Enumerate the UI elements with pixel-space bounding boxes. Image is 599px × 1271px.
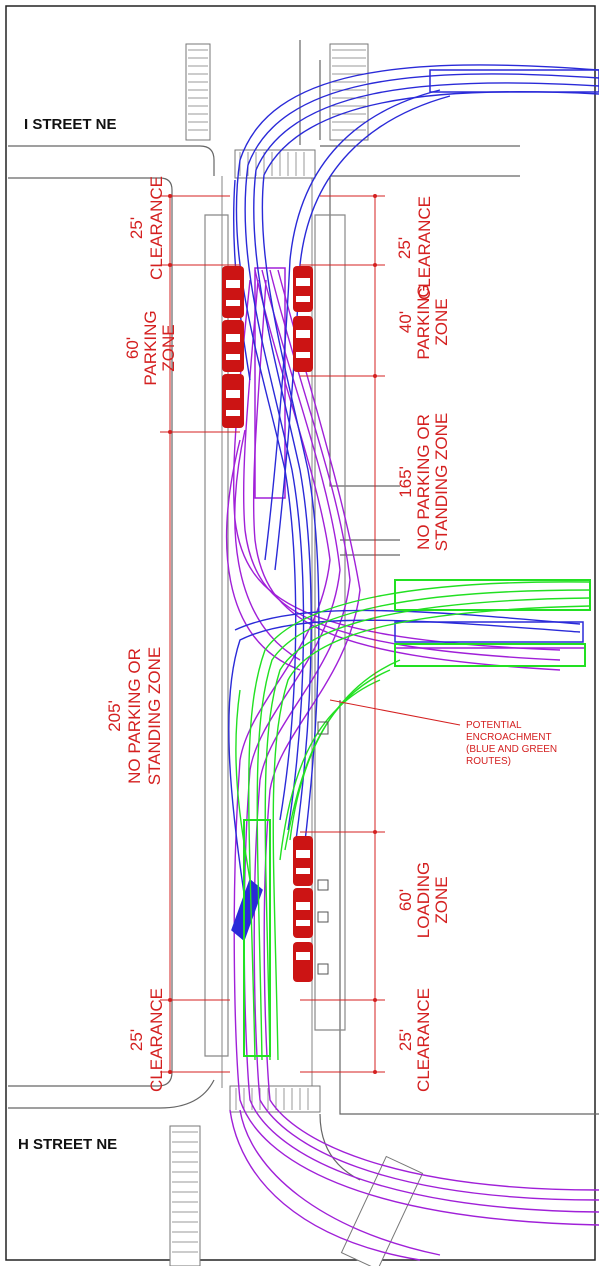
east-parking-dim: 40' [396, 311, 415, 333]
blue-routes [228, 64, 599, 901]
drawing-border [5, 5, 596, 1261]
east-parking-label1: PARKING [414, 284, 433, 359]
east-clearance-north-dim: 25' [395, 237, 414, 259]
encroachment-callout: POTENTIAL ENCROACHMENT (BLUE AND GREEN R… [466, 720, 557, 767]
curb-fixtures [317, 721, 329, 975]
street-label-south: H STREET NE [14, 1134, 122, 1155]
east-no-parking-label2: STANDING ZONE [432, 413, 451, 552]
west-clearance-north-dim: 25' [127, 217, 146, 239]
east-no-parking-label1: NO PARKING OR [414, 414, 433, 550]
green-vehicles [243, 579, 591, 1057]
west-parking-label1: PARKING [141, 310, 160, 385]
green-routes [235, 581, 591, 1061]
crosswalk-stripes [172, 49, 366, 1253]
east-clearance-south-label: CLEARANCE [414, 988, 433, 1092]
callout-line4: ROUTES) [466, 756, 511, 767]
callout-line2: ENCROACHMENT [466, 732, 552, 743]
west-clearance-south-label: CLEARANCE [147, 988, 166, 1092]
east-clearance-north-label: CLEARANCE [415, 196, 434, 300]
west-parking-label2: ZONE [159, 324, 178, 371]
west-no-parking-label2: STANDING ZONE [145, 647, 164, 786]
east-parking-label2: ZONE [432, 298, 451, 345]
callout-line3: (BLUE AND GREEN [466, 744, 557, 755]
east-labels: 25' CLEARANCE 40' PARKING ZONE 165' NO P… [395, 196, 451, 1092]
west-clearance-north-label: CLEARANCE [147, 176, 166, 280]
street-label-north: I STREET NE [20, 114, 121, 135]
west-clearance-south-dim: 25' [127, 1029, 146, 1051]
east-loading-dim: 60' [396, 889, 415, 911]
west-no-parking-label1: NO PARKING OR [125, 648, 144, 784]
east-loading-label1: LOADING [414, 862, 433, 939]
east-no-parking-dim: 165' [396, 466, 415, 498]
east-clearance-south-dim: 25' [396, 1029, 415, 1051]
east-loading-label2: ZONE [432, 876, 451, 923]
parked-cars-west [222, 266, 244, 428]
dimension-lines [160, 195, 461, 1073]
west-labels: 25' CLEARANCE 60' PARKING ZONE 205' NO P… [105, 176, 178, 1092]
west-no-parking-dim: 205' [105, 700, 124, 732]
car-windows [226, 278, 310, 960]
dimension-ticks [168, 194, 377, 1074]
west-parking-dim: 60' [123, 337, 142, 359]
callout-line1: POTENTIAL [466, 720, 522, 731]
crosswalks [169, 43, 424, 1271]
